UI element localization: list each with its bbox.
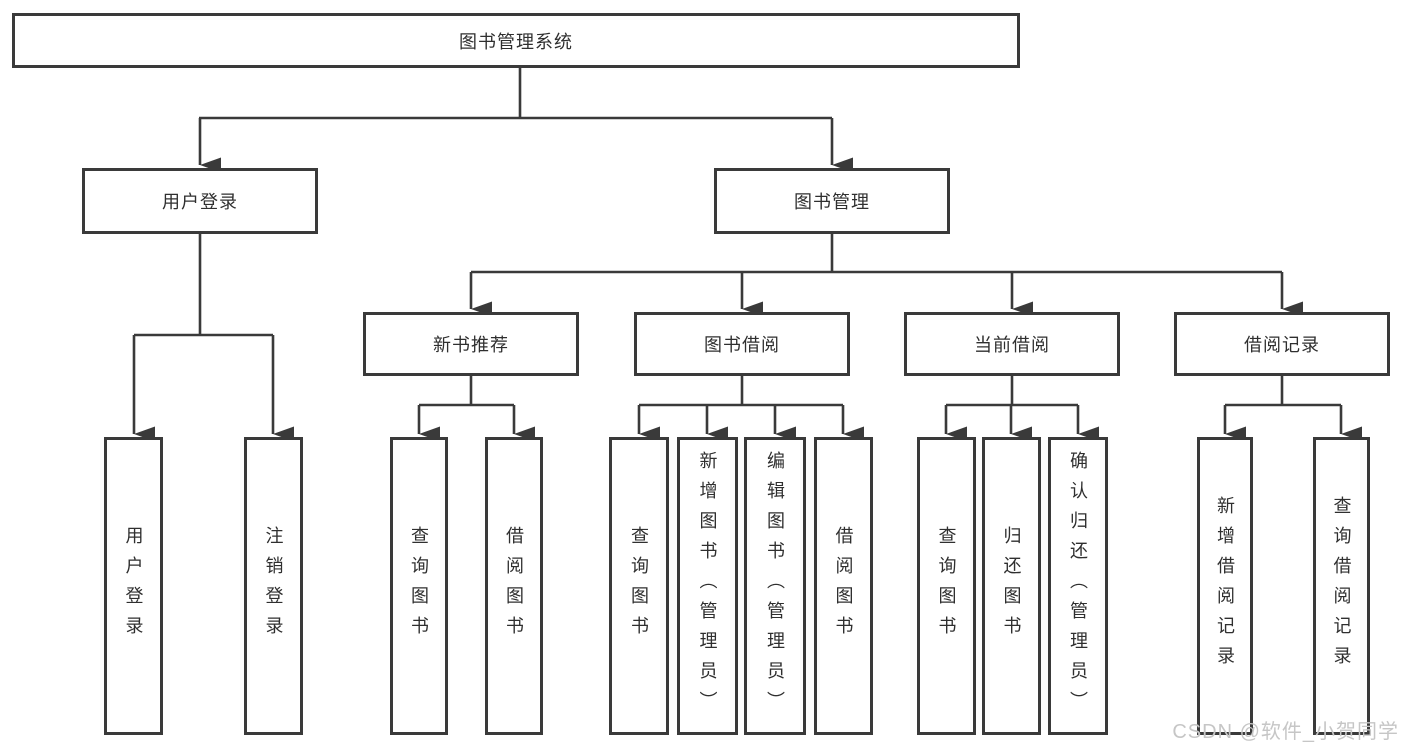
node-logout: 注销登录	[244, 437, 303, 735]
node-edit-book-admin: 编辑图书（管理员）	[744, 437, 806, 735]
node-add-book-admin: 新增图书（管理员）	[677, 437, 738, 735]
node-return-books-label: 归还图书	[1001, 526, 1022, 646]
node-library-management-system: 图书管理系统	[12, 13, 1020, 68]
node-add-borrow-record: 新增借阅记录	[1197, 437, 1253, 735]
node-confirm-return-admin-label: 确认归还（管理员）	[1068, 451, 1088, 721]
node-user-login-leaf: 用户登录	[104, 437, 163, 735]
node-return-books: 归还图书	[982, 437, 1041, 735]
node-borrow-books-label: 借阅图书	[504, 526, 524, 646]
node-borrow-books: 借阅图书	[485, 437, 543, 735]
node-book-borrowing-label: 图书借阅	[704, 335, 780, 355]
node-query-books-label: 查询图书	[409, 526, 429, 646]
node-library-management-system-label: 图书管理系统	[459, 31, 573, 52]
node-add-borrow-record-label: 新增借阅记录	[1215, 496, 1235, 676]
node-add-book-admin-label: 新增图书（管理员）	[697, 451, 718, 721]
node-book-management: 图书管理	[714, 168, 950, 234]
node-user-login-leaf-label: 用户登录	[123, 526, 144, 646]
node-query-books-3-label: 查询图书	[936, 526, 957, 646]
node-borrow-books-2-label: 借阅图书	[833, 526, 854, 646]
node-user-login-label: 用户登录	[162, 192, 238, 212]
node-new-book-recommendation: 新书推荐	[363, 312, 579, 376]
node-query-books-2: 查询图书	[609, 437, 669, 735]
node-current-borrowing-label: 当前借阅	[974, 335, 1050, 355]
node-query-books-2-label: 查询图书	[629, 526, 649, 646]
node-logout-label: 注销登录	[263, 526, 284, 646]
node-borrowing-records: 借阅记录	[1174, 312, 1390, 376]
node-borrow-books-2: 借阅图书	[814, 437, 873, 735]
node-confirm-return-admin: 确认归还（管理员）	[1048, 437, 1108, 735]
node-book-borrowing: 图书借阅	[634, 312, 850, 376]
node-query-borrow-record: 查询借阅记录	[1313, 437, 1370, 735]
node-current-borrowing: 当前借阅	[904, 312, 1120, 376]
node-edit-book-admin-label: 编辑图书（管理员）	[765, 451, 785, 721]
node-new-book-recommendation-label: 新书推荐	[433, 335, 509, 355]
node-book-management-label: 图书管理	[794, 192, 870, 212]
node-query-books-3: 查询图书	[917, 437, 976, 735]
node-query-borrow-record-label: 查询借阅记录	[1331, 496, 1352, 676]
node-query-books: 查询图书	[390, 437, 448, 735]
node-user-login: 用户登录	[82, 168, 318, 234]
node-borrowing-records-label: 借阅记录	[1244, 335, 1320, 355]
